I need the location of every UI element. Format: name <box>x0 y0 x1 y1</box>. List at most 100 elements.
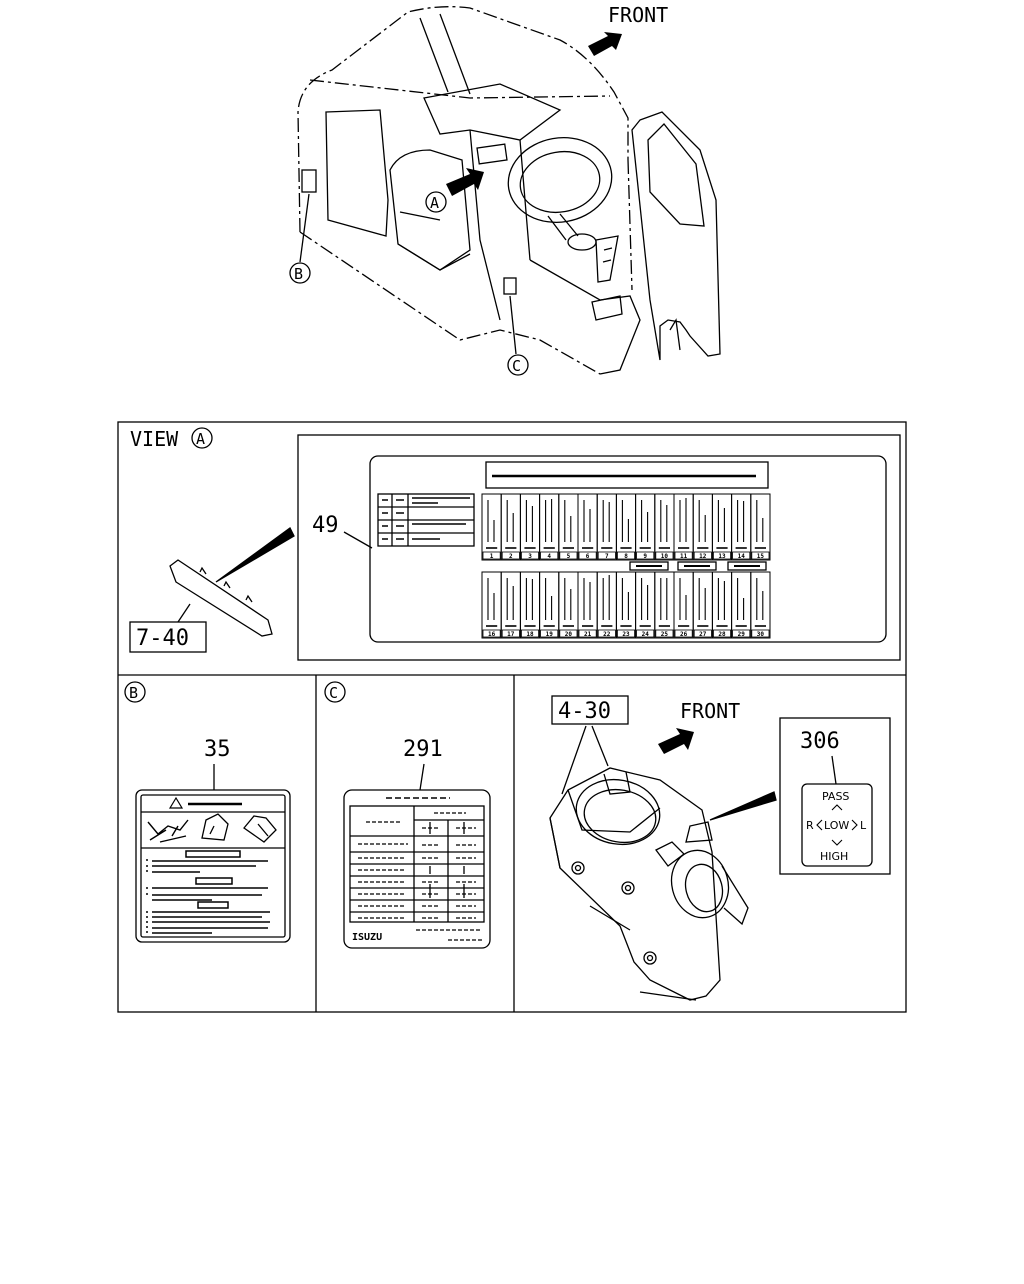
fuse-number: 23 <box>622 631 630 638</box>
fuse-number: 30 <box>757 631 765 638</box>
dashboard <box>423 83 562 141</box>
fuse-number: 9 <box>643 553 647 560</box>
fuse-bar <box>602 575 610 620</box>
fuse-number: 3 <box>528 553 532 560</box>
switch-right-chevron-icon <box>851 819 858 831</box>
part-4-30: 4-30 <box>558 699 611 724</box>
view-a-arrow-icon <box>446 168 484 196</box>
fuse-bar <box>564 578 572 620</box>
fuse-number: 12 <box>699 553 707 560</box>
callout-b-letter: B <box>294 265 303 283</box>
fuse-number-cell <box>636 551 655 560</box>
fuse-number: 5 <box>567 553 571 560</box>
warning-pictograms <box>147 813 277 843</box>
fuse-bar <box>506 500 514 542</box>
callout-a-circle <box>425 191 447 213</box>
fuse-slot <box>481 493 502 561</box>
warning-text-lines <box>146 850 270 934</box>
floor-lever <box>591 295 623 321</box>
fuse-slot <box>731 493 752 561</box>
fuse-bar <box>602 500 610 542</box>
fuse-number-cell <box>636 629 655 638</box>
fuse-number-cell <box>617 551 636 560</box>
fuse-slot <box>519 493 541 561</box>
fuse-slot <box>596 493 617 561</box>
fuse-slot <box>481 571 502 639</box>
fuse-bar <box>698 578 706 620</box>
fuse-label-header <box>485 461 769 489</box>
warning-label-inner <box>140 794 286 938</box>
fuse-number-cell <box>578 551 597 560</box>
fuse-number: 22 <box>603 631 611 638</box>
fuse-slot <box>750 493 771 561</box>
fuse-bar <box>545 578 553 620</box>
fuse-bar <box>583 500 591 542</box>
fuse-label-outer <box>297 434 901 661</box>
fuse-bar <box>525 578 533 620</box>
fuse-number-cell <box>521 629 540 638</box>
fuse-bar <box>717 578 725 620</box>
fuse-number: 28 <box>718 631 726 638</box>
view-a-title: VIEW <box>130 427 179 451</box>
front-arrow-switch-icon <box>658 728 694 754</box>
part-7-40: 7-40 <box>136 626 189 651</box>
fuse-slot <box>577 571 598 639</box>
leader-7-40 <box>177 603 191 623</box>
fuse-label <box>369 455 887 643</box>
leader-c <box>509 295 517 355</box>
fuse-number-cell <box>501 551 520 560</box>
switch-l: L <box>860 819 867 832</box>
fuse-bar <box>564 500 572 542</box>
fuse-bar <box>506 578 514 620</box>
fuse-number-cell <box>617 629 636 638</box>
fuse-number-cell <box>559 629 578 638</box>
part-35: 35 <box>204 737 231 762</box>
fuse-number: 20 <box>565 631 573 638</box>
fuse-slot <box>577 493 598 561</box>
view-a-letter-circle <box>191 427 213 449</box>
part-306: 306 <box>800 729 840 754</box>
fuse-slot <box>635 571 656 639</box>
label-b-location <box>301 169 317 193</box>
switch-up-chevron-icon <box>831 804 843 811</box>
fuse-number-cell <box>713 551 732 560</box>
switch-r: R <box>806 819 814 832</box>
fuse-bar <box>660 578 668 620</box>
fuse-bar <box>679 578 687 620</box>
fuse-bar <box>487 578 495 620</box>
fuse-bar <box>621 578 629 620</box>
fuse-number-cell <box>597 629 616 638</box>
fuse-number-cell <box>751 629 770 638</box>
fuse-number-cell <box>674 629 693 638</box>
fuse-slot <box>692 571 713 639</box>
warning-triangle-icon <box>168 796 184 809</box>
fuse-bar <box>583 578 591 620</box>
fuse-number-cell <box>540 551 559 560</box>
fuse-number-cell <box>578 629 597 638</box>
console <box>529 259 641 375</box>
leader-49 <box>343 531 373 549</box>
fuse-slot <box>539 571 560 639</box>
fuse-number-cell <box>559 551 578 560</box>
spec-label <box>343 789 491 949</box>
spec-brand: ISUZU <box>352 932 382 943</box>
fuse-number-cell <box>655 629 674 638</box>
switch-section: 4-30 FRONT 306 PASS R <box>549 695 891 1001</box>
spec-footer-lines <box>416 929 482 941</box>
fuse-slot <box>539 493 560 561</box>
fuse-bar <box>621 500 629 542</box>
steering-wheel <box>507 137 613 223</box>
leader-306 <box>831 755 837 785</box>
fuse-slot <box>635 493 656 561</box>
callout-c-circle <box>507 354 529 376</box>
fuse-slot <box>519 571 541 639</box>
callout-c-letter: C <box>512 357 521 375</box>
rear-window <box>325 109 389 237</box>
part-box-4-30 <box>551 695 629 725</box>
door-handle <box>669 318 681 351</box>
cab-outline <box>297 6 633 375</box>
view-b-letter: B <box>129 684 138 702</box>
fuse-number-cell <box>751 551 770 560</box>
cab-roof-line <box>309 79 611 99</box>
